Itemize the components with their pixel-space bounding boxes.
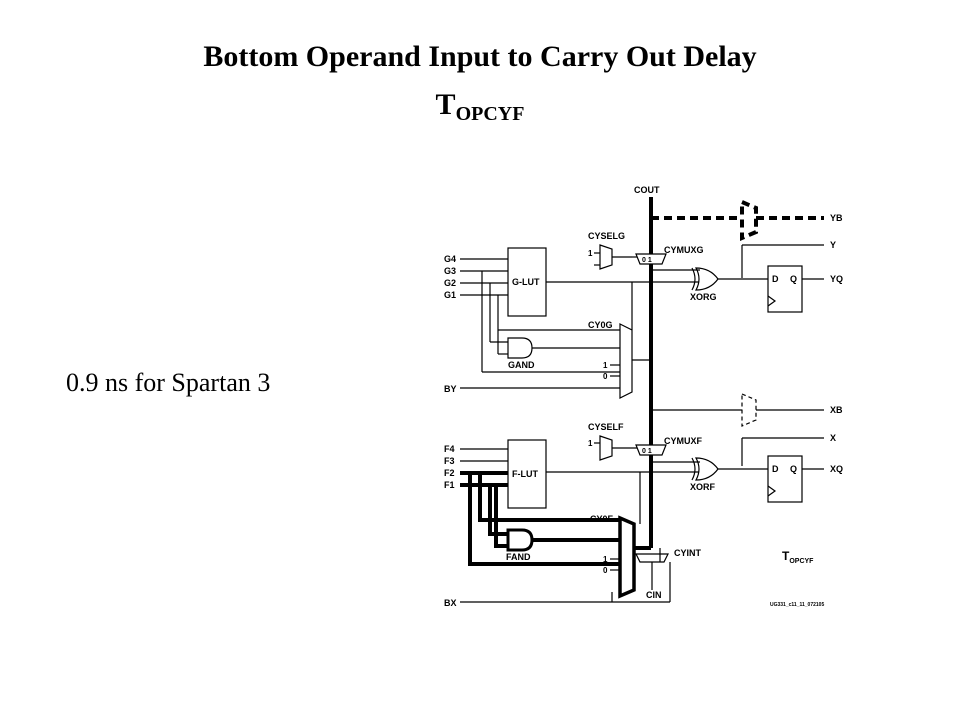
label-f2: F2 (444, 468, 455, 478)
slide-title: Bottom Operand Input to Carry Out Delay (203, 40, 757, 73)
label-cy0f-1: 1 (603, 555, 608, 564)
label-by: BY (444, 384, 457, 394)
label-yb: YB (830, 213, 843, 223)
label-g-ff-d: D (772, 274, 779, 284)
wire-f2-to-cy0f-low (468, 473, 620, 566)
xorg-back-arc (691, 267, 696, 291)
label-f-ff-q: Q (790, 464, 797, 474)
g-ff-clock (767, 295, 777, 307)
label-g-ff-q: Q (790, 274, 797, 284)
label-cymuxg: CYMUXG (664, 245, 704, 255)
label-cy0f-0: 0 (603, 566, 608, 575)
f-ff-clock (767, 485, 777, 497)
label-gand: GAND (508, 360, 535, 370)
g-flipflop (767, 265, 803, 313)
label-xq: XQ (830, 464, 843, 474)
cymuxf (635, 444, 667, 456)
wire-f2-to-cy0f (478, 473, 620, 522)
label-g1: G1 (444, 290, 456, 300)
label-xorf: XORF (690, 482, 716, 492)
label-figure-id: UG331_c11_11_072105 (770, 602, 824, 608)
label-topcyf: TOPCYF (782, 549, 814, 565)
delay-text: 0.9 ns for Spartan 3 (66, 368, 271, 397)
cy0g-mux (619, 323, 633, 399)
label-g3: G3 (444, 266, 456, 276)
cyself-mux (599, 435, 613, 461)
label-cyself: CYSELF (588, 422, 624, 432)
xorf-back-arc (691, 457, 696, 481)
cyint-mux (635, 553, 669, 563)
wire-f1-to-fand (488, 485, 508, 536)
slide-subtitle: TOPCYF (0, 88, 960, 126)
label-cyselg: CYSELG (588, 231, 625, 241)
xb-buffer-dashed (741, 393, 757, 427)
label-y: Y (830, 240, 836, 250)
label-f1: F1 (444, 480, 455, 490)
label-x: X (830, 433, 836, 443)
label-fand: FAND (506, 552, 531, 562)
fand-gate (506, 528, 534, 552)
label-xb: XB (830, 405, 843, 415)
label-g-lut: G-LUT (512, 277, 540, 287)
cy0f-mux (618, 515, 636, 599)
subtitle-main: T (435, 88, 456, 121)
f-flipflop (767, 455, 803, 503)
label-f3: F3 (444, 456, 455, 466)
label-xorg: XORG (690, 292, 717, 302)
xorg-gate (694, 267, 719, 291)
label-cy0g-0: 0 (603, 372, 608, 381)
label-cyself-1: 1 (588, 439, 593, 448)
subtitle-subscript: OPCYF (455, 103, 525, 125)
label-cyselg-1: 1 (588, 249, 593, 258)
label-cymuxf-01: 0 1 (642, 448, 652, 455)
label-f-ff-d: D (772, 464, 779, 474)
f-lut-box (507, 439, 547, 509)
label-cymuxf: CYMUXF (664, 436, 703, 446)
label-cy0g-1: 1 (603, 361, 608, 370)
label-cy0g: CY0G (588, 320, 613, 330)
label-bx: BX (444, 598, 457, 608)
cyselg-mux (599, 244, 613, 270)
label-cyint: CYINT (674, 548, 702, 558)
label-f-lut: F-LUT (512, 469, 538, 479)
label-yq: YQ (830, 274, 843, 284)
gand-gate (507, 337, 533, 359)
label-g4: G4 (444, 254, 456, 264)
cymuxg (635, 253, 667, 265)
label-cout: COUT (634, 185, 660, 195)
label-f4: F4 (444, 444, 455, 454)
wire-f1-to-fand2 (494, 485, 508, 548)
label-cin: CIN (646, 590, 662, 600)
xorf-gate (694, 457, 719, 481)
yb-buffer-dashed (740, 198, 758, 242)
label-cymuxg-01: 0 1 (642, 257, 652, 264)
label-g2: G2 (444, 278, 456, 288)
